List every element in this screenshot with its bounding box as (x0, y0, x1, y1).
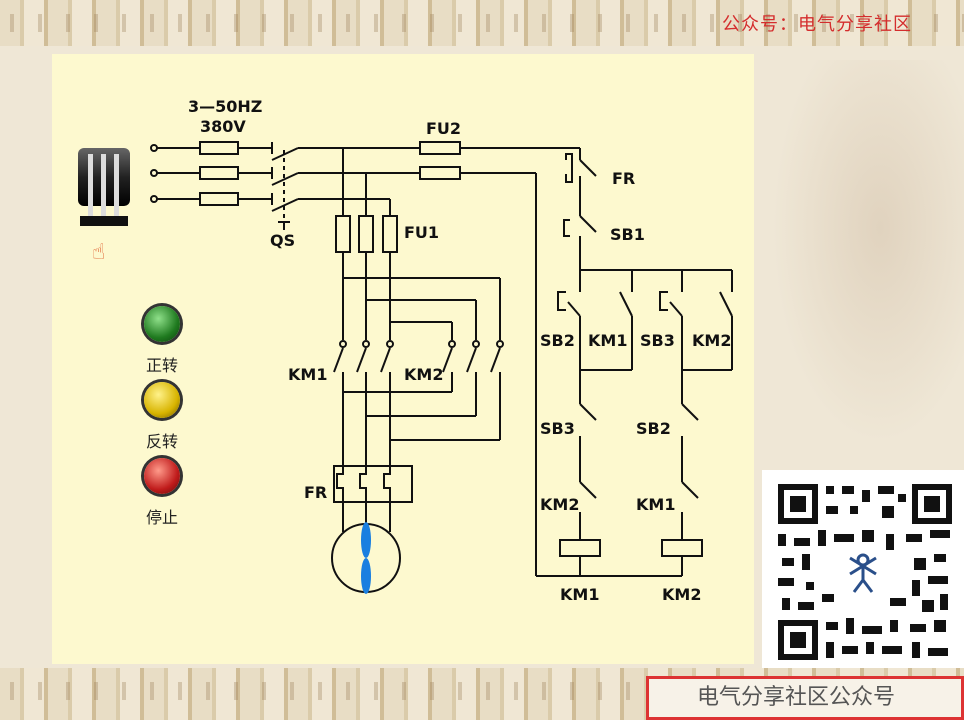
terminal-l3 (150, 195, 158, 203)
coil-km2 (661, 539, 703, 557)
fu1-fuse-1 (335, 215, 351, 253)
motor-fan-blade-bottom (361, 558, 371, 594)
stop-label: 停止 (146, 508, 179, 527)
terminal-l2 (150, 169, 158, 177)
qs-blade-2 (271, 172, 299, 186)
terminal-l1 (150, 144, 158, 152)
supply-voltage-label: 380V (200, 117, 246, 136)
sb2-b-label: SB2 (636, 419, 671, 438)
top-decorative-border (0, 0, 964, 46)
sb3-b-label: SB3 (540, 419, 575, 438)
fu2-label: FU2 (426, 119, 461, 138)
thermal-relay (333, 465, 413, 503)
stop-indicator-lamp[interactable] (144, 458, 180, 494)
coil-km2-label: KM2 (662, 585, 701, 604)
fu1-fuse-3 (382, 215, 398, 253)
reverse-indicator-lamp[interactable] (144, 382, 180, 418)
fu2-fuse-1 (419, 141, 461, 155)
km1-main-label: KM1 (288, 365, 327, 384)
forward-label: 正转 (146, 356, 179, 375)
fr-control-label: FR (612, 169, 635, 188)
fr-main-label: FR (304, 483, 327, 502)
sb1-label: SB1 (610, 225, 645, 244)
coil-km1 (559, 539, 601, 557)
top-watermark: 公众号：电气分享社区 (722, 14, 912, 35)
fu1-label: FU1 (404, 223, 439, 242)
bottom-watermark-box: 电气分享社区公众号 (646, 676, 964, 720)
reverse-label: 反转 (146, 432, 179, 451)
knife-switch-icon[interactable] (76, 146, 132, 228)
km1-a-label: KM1 (588, 331, 627, 350)
background-plum-branch (754, 60, 964, 480)
qs-label: QS (270, 231, 295, 250)
coil-km1-label: KM1 (560, 585, 599, 604)
supply-fuse-2 (199, 166, 239, 180)
km2-b-label: KM2 (540, 495, 579, 514)
sb3-a-label: SB3 (640, 331, 675, 350)
sb2-a-label: SB2 (540, 331, 575, 350)
km2-a-label: KM2 (692, 331, 731, 350)
forward-indicator-lamp[interactable] (144, 306, 180, 342)
pointing-hand-icon: ☝ (92, 240, 106, 265)
supply-phases-label: 3—50HZ (188, 97, 262, 116)
fu1-fuse-2 (358, 215, 374, 253)
supply-fuse-1 (199, 141, 239, 155)
km2-main-label: KM2 (404, 365, 443, 384)
qr-code-icon (762, 470, 964, 668)
km1-b-label: KM1 (636, 495, 675, 514)
supply-fuse-3 (199, 192, 239, 206)
diagram-panel (52, 54, 754, 664)
fu2-fuse-2 (419, 166, 461, 180)
qs-blade-3 (271, 198, 299, 212)
motor-fan-blade-top (361, 522, 371, 558)
